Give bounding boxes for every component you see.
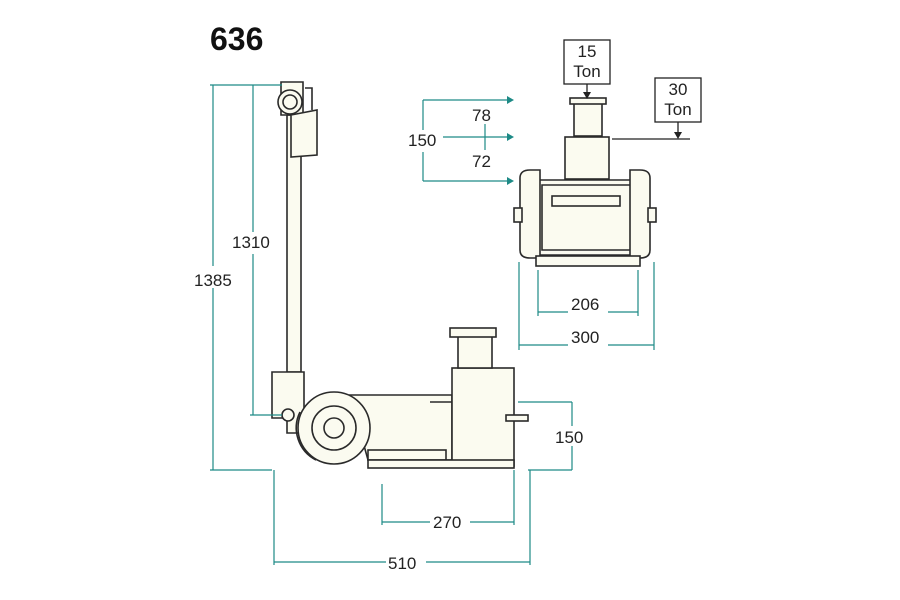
wheel-rim <box>311 405 357 451</box>
label-bg <box>430 512 470 532</box>
load-box-large <box>612 77 702 140</box>
dim-saddle-height-label: 150 <box>555 428 583 447</box>
valve-stem <box>305 87 313 110</box>
load-box-small <box>563 39 611 99</box>
dim-handle-height-label: 1310 <box>232 233 270 252</box>
load-large-value: 30 <box>669 80 688 99</box>
front-right-pin <box>647 207 657 223</box>
arrow-tip <box>507 96 514 104</box>
inner-cylinder <box>457 335 493 369</box>
wheel-hub <box>323 417 345 439</box>
load-small-unit: Ton <box>573 62 600 81</box>
load-large-unit: Ton <box>664 100 691 119</box>
front-inner-cylinder <box>573 99 603 137</box>
outer-cylinder <box>451 367 515 467</box>
front-base <box>535 255 641 267</box>
front-left-arm <box>519 169 541 259</box>
front-outer-cylinder <box>564 136 610 180</box>
handle-knob <box>277 89 303 115</box>
label-bg <box>470 104 496 124</box>
front-body <box>531 179 645 256</box>
front-saddle <box>569 97 607 105</box>
front-right-arm <box>629 169 651 259</box>
arrow-tip <box>507 177 514 185</box>
label-bg <box>234 232 270 254</box>
arrow-tip <box>507 133 514 141</box>
front-slot <box>551 195 621 207</box>
dim-overall-length-label: 510 <box>388 554 416 573</box>
handle-sleeve <box>271 371 305 434</box>
side-view <box>271 81 529 469</box>
model-title: 636 <box>210 21 263 57</box>
air-inlet <box>505 414 529 422</box>
saddle <box>449 327 497 338</box>
label-bg <box>470 150 496 170</box>
label-bg <box>568 332 608 352</box>
dim-base-length-label: 270 <box>433 513 461 532</box>
label-bg <box>201 266 227 288</box>
dim-total-height-label: 1385 <box>194 271 232 290</box>
load-small-value: 15 <box>578 42 597 61</box>
front-view <box>513 97 657 267</box>
label-bg <box>386 552 426 572</box>
label-bg <box>568 300 608 320</box>
dim-stroke-2-label: 72 <box>472 152 491 171</box>
base-floor <box>367 459 515 469</box>
wheel-arc <box>295 411 317 461</box>
wheel <box>297 391 371 465</box>
load-arrowhead-large <box>674 132 682 139</box>
label-bg <box>555 426 589 446</box>
handle-pivot <box>281 408 295 422</box>
dim-overall-length-line <box>273 470 531 565</box>
valve-lever <box>290 109 318 158</box>
dim-base-outer-label: 300 <box>571 328 599 347</box>
front-left-pin <box>513 207 523 223</box>
handle-knob-inner <box>282 94 298 110</box>
load-arrowhead-small <box>583 92 591 99</box>
label-bg <box>405 130 443 152</box>
base-plate <box>367 449 447 461</box>
side-view-dimensions <box>210 84 573 565</box>
dim-base-inner-label: 206 <box>571 295 599 314</box>
dim-stroke-total-label: 150 <box>408 131 436 150</box>
dim-stroke-1-label: 78 <box>472 106 491 125</box>
